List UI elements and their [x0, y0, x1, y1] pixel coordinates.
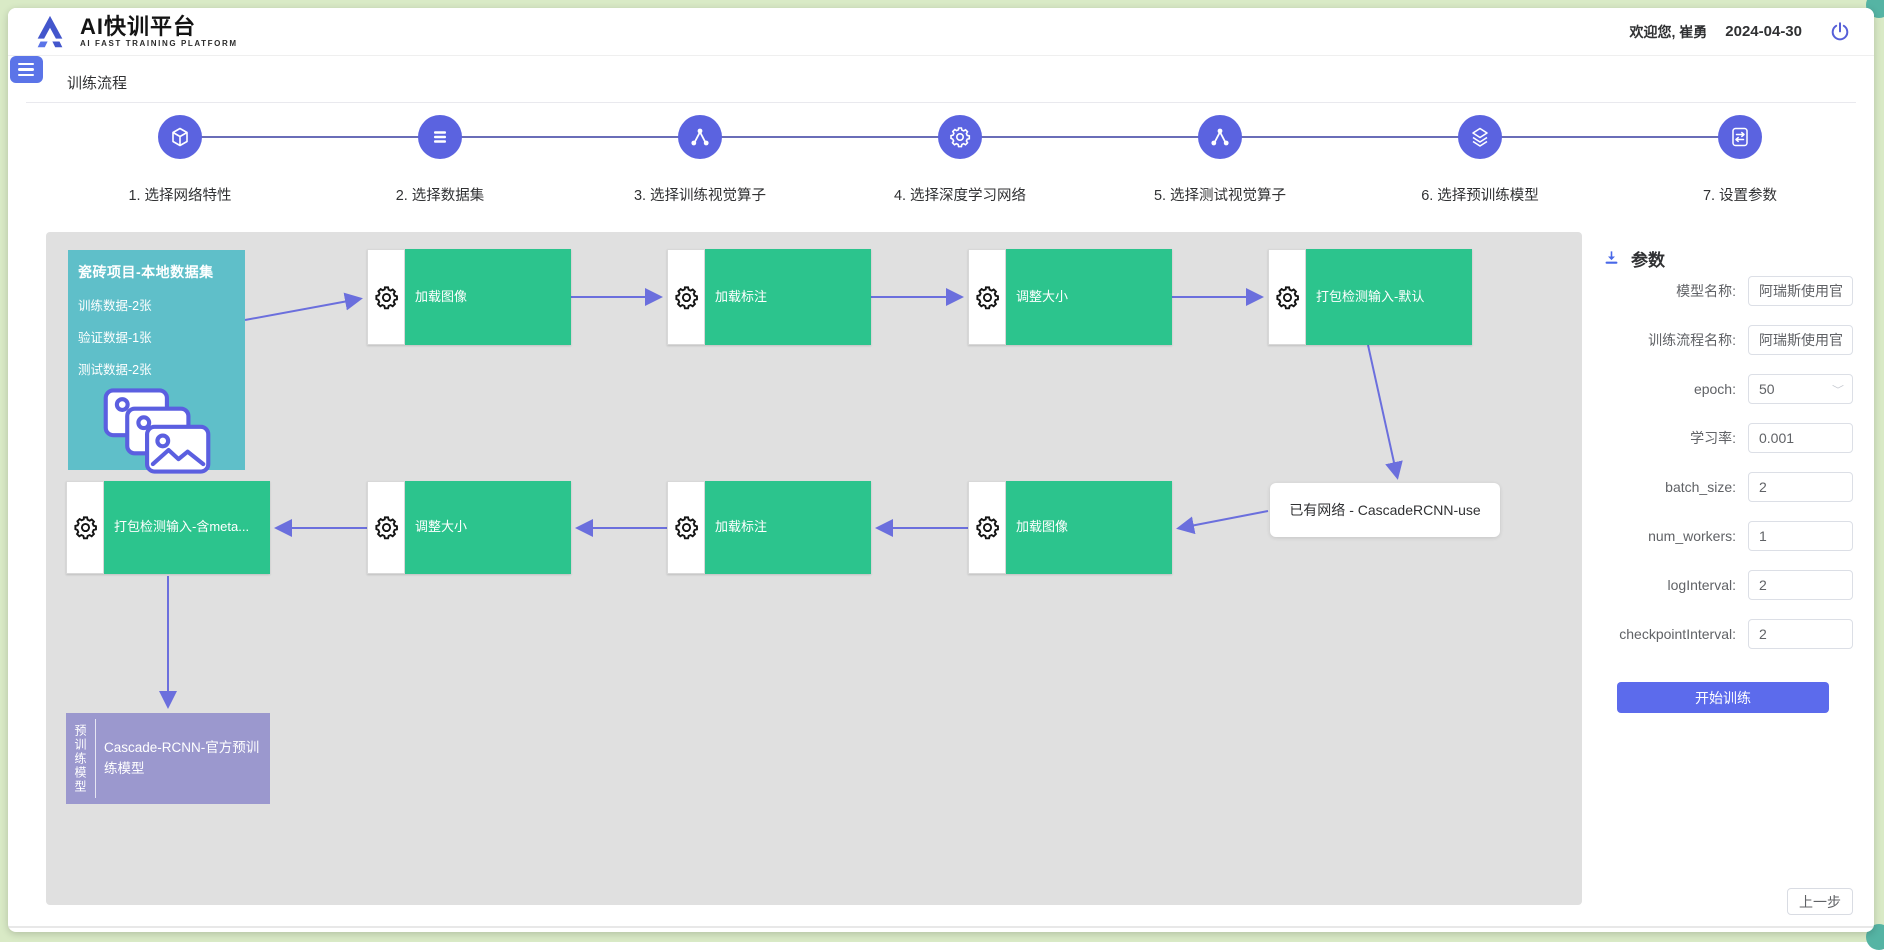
op-node-label: 加载标注	[715, 519, 768, 535]
epoch-value: 50	[1759, 381, 1775, 397]
op-node-pack-default[interactable]: 打包检测输入-默认	[1268, 249, 1472, 345]
op-node-label: 打包检测输入-含meta...	[114, 519, 250, 535]
top-bar: AI快训平台 AI FAST TRAINING PLATFORM 欢迎您, 崔勇…	[8, 8, 1874, 56]
start-training-button[interactable]: 开始训练	[1617, 682, 1829, 713]
op-node-label: 加载标注	[715, 288, 768, 304]
welcome-text: 欢迎您, 崔勇	[1629, 23, 1708, 40]
field-label-batch-size: batch_size:	[1665, 479, 1736, 495]
op-node-load-image-2[interactable]: 加载图像	[968, 481, 1172, 574]
date-text: 2024-04-30	[1725, 23, 1802, 40]
menu-toggle-button[interactable]	[10, 56, 43, 83]
gear-icon	[1268, 249, 1306, 345]
horizontal-scrollbar[interactable]	[8, 926, 1874, 928]
step-6[interactable]: 6. 选择预训练模型	[1390, 115, 1570, 205]
dataset-train-count: 训练数据-2张	[78, 299, 152, 313]
hierarchy-icon	[678, 115, 722, 159]
logo-title: AI快训平台	[80, 13, 197, 39]
layers-icon	[1458, 115, 1502, 159]
step-label: 4. 选择深度学习网络	[893, 188, 1027, 204]
list-icon	[418, 115, 462, 159]
model-name-input[interactable]	[1748, 276, 1853, 306]
batch-size-input[interactable]	[1748, 472, 1853, 502]
op-node-label: 加载图像	[415, 288, 468, 304]
previous-step-button[interactable]: 上一步	[1787, 888, 1853, 915]
checkpoint-interval-input[interactable]	[1748, 619, 1853, 649]
pretrain-model-node[interactable]: 预训练模型 Cascade-RCNN-官方预训练模型	[66, 713, 270, 804]
op-node-load-image[interactable]: 加载图像	[367, 249, 571, 345]
sliders-icon	[1718, 115, 1762, 159]
op-node-load-annotation[interactable]: 加载标注	[667, 249, 871, 345]
gear-icon	[968, 481, 1006, 574]
logo-subtitle: AI FAST TRAINING PLATFORM	[80, 39, 238, 49]
logo-mark-icon	[37, 15, 63, 47]
app-window: AI快训平台 AI FAST TRAINING PLATFORM 欢迎您, 崔勇…	[8, 8, 1874, 932]
step-label: 6. 选择预训练模型	[1421, 188, 1539, 204]
num-workers-input[interactable]	[1748, 521, 1853, 551]
page-title: 训练流程	[67, 75, 128, 92]
log-interval-input[interactable]	[1748, 570, 1853, 600]
step-1[interactable]: 1. 选择网络特性	[90, 115, 270, 205]
hierarchy-icon	[1198, 115, 1242, 159]
op-node-pack-meta[interactable]: 打包检测输入-含meta...	[66, 481, 270, 574]
step-7[interactable]: 7. 设置参数	[1650, 115, 1830, 205]
epoch-select[interactable]: 50 ﹀	[1748, 374, 1853, 404]
step-label: 1. 选择网络特性	[128, 188, 232, 204]
gear-icon	[66, 481, 104, 574]
flow-name-input[interactable]	[1748, 325, 1853, 355]
step-5[interactable]: 5. 选择测试视觉算子	[1130, 115, 1310, 205]
op-node-resize[interactable]: 调整大小	[968, 249, 1172, 345]
op-node-label: 打包检测输入-默认	[1316, 288, 1425, 304]
chevron-down-icon: ﹀	[1831, 383, 1844, 395]
gear-flower-icon	[938, 115, 982, 159]
field-label-num-workers: num_workers:	[1648, 528, 1736, 544]
step-4[interactable]: 4. 选择深度学习网络	[870, 115, 1050, 205]
field-label-learning-rate: 学习率:	[1690, 430, 1736, 446]
op-node-label: 调整大小	[1016, 288, 1069, 304]
op-node-label: 加载图像	[1016, 519, 1069, 535]
field-label-epoch: epoch:	[1693, 381, 1736, 397]
divider	[26, 102, 1856, 103]
pretrain-label: Cascade-RCNN-官方预训练模型	[104, 739, 260, 776]
cube-icon	[158, 115, 202, 159]
photo-stack-icon	[103, 388, 210, 474]
gear-icon	[968, 249, 1006, 345]
op-node-resize-2[interactable]: 调整大小	[367, 481, 571, 574]
dataset-node[interactable]: 瓷砖项目-本地数据集 训练数据-2张 验证数据-1张 测试数据-2张	[68, 250, 245, 474]
op-node-label: 调整大小	[415, 519, 468, 535]
app-logo: AI快训平台 AI FAST TRAINING PLATFORM	[30, 13, 238, 51]
step-3[interactable]: 3. 选择训练视觉算子	[610, 115, 790, 205]
network-node[interactable]: 已有网络 - CascadeRCNN-use	[1270, 483, 1500, 537]
workflow-canvas[interactable]: 瓷砖项目-本地数据集 训练数据-2张 验证数据-1张 测试数据-2张	[46, 232, 1582, 905]
step-label: 5. 选择测试视觉算子	[1153, 188, 1287, 204]
step-label: 3. 选择训练视觉算子	[633, 188, 767, 204]
field-label-model-name: 模型名称:	[1676, 283, 1736, 299]
download-icon	[1605, 251, 1618, 264]
pretrain-side-label: 预训练模型	[66, 719, 96, 798]
step-2[interactable]: 2. 选择数据集	[350, 115, 530, 205]
gear-icon	[667, 481, 705, 574]
gear-icon	[367, 249, 405, 345]
params-panel: 参数 模型名称: 训练流程名称: epoch: 50 ﹀ 学习率:	[1600, 232, 1862, 905]
dataset-test-count: 测试数据-2张	[78, 363, 152, 377]
gear-icon	[667, 249, 705, 345]
dataset-val-count: 验证数据-1张	[78, 331, 152, 345]
params-title: 参数	[1631, 251, 1665, 270]
op-node-load-annotation-2[interactable]: 加载标注	[667, 481, 871, 574]
gear-icon	[367, 481, 405, 574]
field-label-checkpoint-interval: checkpointInterval:	[1619, 626, 1736, 642]
dataset-title: 瓷砖项目-本地数据集	[78, 264, 214, 280]
field-label-log-interval: logInterval:	[1667, 577, 1736, 593]
step-label: 2. 选择数据集	[395, 188, 485, 204]
field-label-flow-name: 训练流程名称:	[1648, 332, 1736, 348]
learning-rate-input[interactable]	[1748, 423, 1853, 453]
step-label: 7. 设置参数	[1702, 188, 1778, 204]
power-icon[interactable]	[1828, 20, 1852, 44]
